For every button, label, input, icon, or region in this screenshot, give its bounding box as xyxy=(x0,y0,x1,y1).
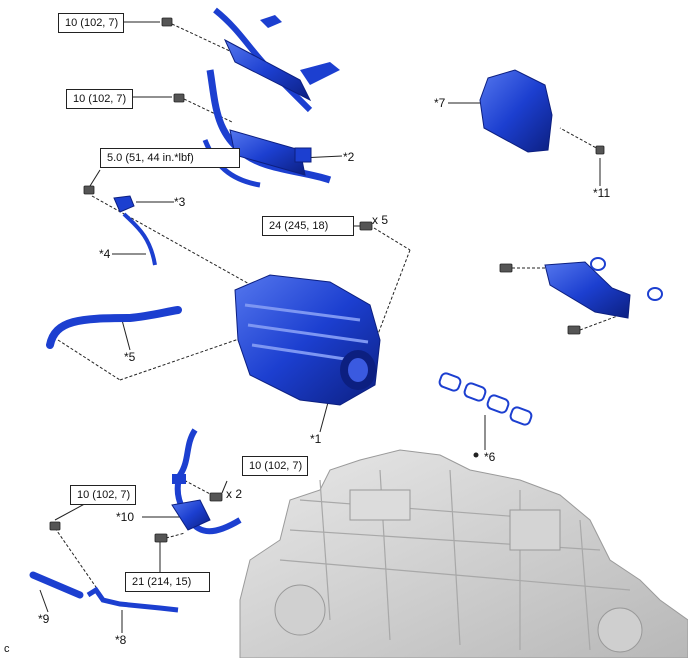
torque-spec-pipe-bracket: 10 (102, 7) xyxy=(242,456,308,476)
part-10-bracket xyxy=(171,428,242,535)
torque-spec-bracket-bolt: 21 (214, 15) xyxy=(125,572,210,592)
quantity-x5: x 5 xyxy=(372,213,389,227)
part-label-1: *1 xyxy=(310,432,322,446)
non-reusable-mark xyxy=(473,452,479,458)
torque-spec-manifold: 24 (245, 18) xyxy=(262,216,354,236)
part-1-intake-manifold xyxy=(234,274,381,406)
part-label-7: *7 xyxy=(434,96,446,110)
part-label-3: *3 xyxy=(174,195,186,209)
torque-spec-lower-pipe: 10 (102, 7) xyxy=(70,485,136,505)
part-3-bracket xyxy=(113,195,135,213)
part-8-pipe xyxy=(86,586,179,613)
part-6-gaskets xyxy=(438,372,533,426)
part-label-11: *11 xyxy=(593,186,611,200)
torque-spec-bracket: 5.0 (51, 44 in.*lbf) xyxy=(100,148,240,168)
part-label-4: *4 xyxy=(99,247,111,261)
part-label-10: *10 xyxy=(116,510,135,524)
part-5-hose xyxy=(46,306,182,349)
engine-assembly-illustration xyxy=(239,449,688,658)
quantity-x2: x 2 xyxy=(226,487,243,501)
corner-mark: c xyxy=(4,643,10,655)
wire-harness xyxy=(202,7,340,188)
bolt-icons xyxy=(49,17,605,543)
torque-spec-harness-lower: 10 (102, 7) xyxy=(66,89,133,109)
part-7-cover xyxy=(479,69,553,153)
right-bracket-assembly xyxy=(544,257,663,319)
part-label-9: *9 xyxy=(38,612,50,626)
part-label-8: *8 xyxy=(115,633,127,647)
part-label-6: *6 xyxy=(484,450,496,464)
part-9-pipe xyxy=(29,571,84,599)
part-4-hose xyxy=(122,212,157,266)
part-label-2: *2 xyxy=(343,150,355,164)
part-label-5: *5 xyxy=(124,350,136,364)
torque-spec-harness-upper: 10 (102, 7) xyxy=(58,13,124,33)
